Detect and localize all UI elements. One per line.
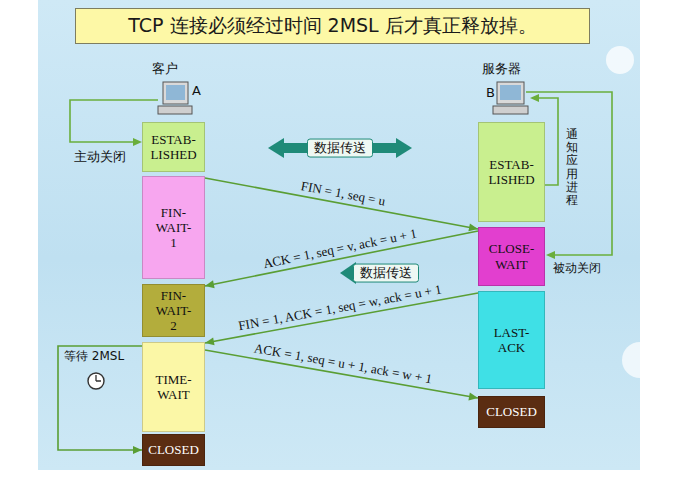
arrow-head (133, 446, 142, 454)
state-box: CLOSED (478, 396, 545, 428)
state-box: FIN- WAIT-1 (142, 176, 205, 279)
message-label: 等待 2MSL (64, 350, 124, 363)
arrow-head (205, 280, 215, 288)
state-name: LAST- ACK (494, 325, 530, 356)
clock-icon (88, 373, 104, 389)
clock-hands (96, 375, 101, 381)
state-box: ESTAB- LISHED (478, 122, 545, 222)
state-name: CLOSE- WAIT (489, 241, 535, 272)
device-label: 客户 (152, 62, 178, 77)
arrow-head (133, 138, 142, 146)
device-letter: B (486, 86, 495, 101)
message-line (205, 231, 478, 286)
arrow-head (468, 393, 478, 401)
computer-base (493, 106, 528, 114)
computer-screen (166, 85, 185, 100)
notify-label: 通知应用进程 (566, 128, 578, 207)
state-box: LAST- ACK (478, 291, 545, 389)
title-text: TCP 连接必须经过时间 2MSL 后才真正释放掉。 (128, 13, 536, 39)
state-name: FIN- WAIT-1 (156, 205, 192, 251)
arrow-head (205, 337, 215, 345)
state-box: CLOSE- WAIT (478, 227, 545, 286)
state-box: CLOSED (142, 434, 205, 466)
message-arrow (205, 231, 478, 288)
state-box: ESTAB- LISHED (142, 122, 205, 172)
action-label: 被动关闭 (553, 262, 601, 276)
arrow-head (546, 251, 555, 259)
state-name: ESTAB- LISHED (150, 132, 196, 163)
flower-decoration (606, 46, 634, 74)
device-label: 服务器 (482, 62, 521, 77)
computer-monitor (163, 82, 188, 104)
action-label: 主动关闭 (74, 150, 126, 165)
title-box: TCP 连接必须经过时间 2MSL 后才真正释放掉。 (75, 8, 590, 44)
state-name: FIN- WAIT-2 (156, 288, 192, 334)
message-line (205, 178, 478, 229)
message-arrow (58, 346, 142, 454)
flower-decoration (622, 342, 658, 378)
state-box: FIN- WAIT-2 (142, 284, 205, 337)
computer-screen (500, 85, 521, 100)
background-panel (38, 0, 640, 470)
block-arrow (268, 138, 284, 158)
data-transfer-label: 数据传送 (307, 139, 373, 158)
computer-monitor (497, 82, 524, 104)
arrow-head (468, 223, 478, 231)
state-name: ESTAB- LISHED (488, 157, 534, 188)
device-letter: A (192, 84, 201, 99)
computer-base (158, 106, 192, 114)
data-transfer-label: 数据传送 (353, 264, 419, 283)
message-arrow (205, 178, 478, 231)
state-name: TIME- WAIT (155, 372, 191, 403)
state-name: CLOSED (486, 404, 537, 419)
state-name: CLOSED (148, 442, 199, 457)
state-box: TIME- WAIT (142, 342, 205, 432)
arrow-head (530, 94, 539, 102)
message-line (58, 346, 142, 450)
block-arrow (396, 138, 412, 158)
